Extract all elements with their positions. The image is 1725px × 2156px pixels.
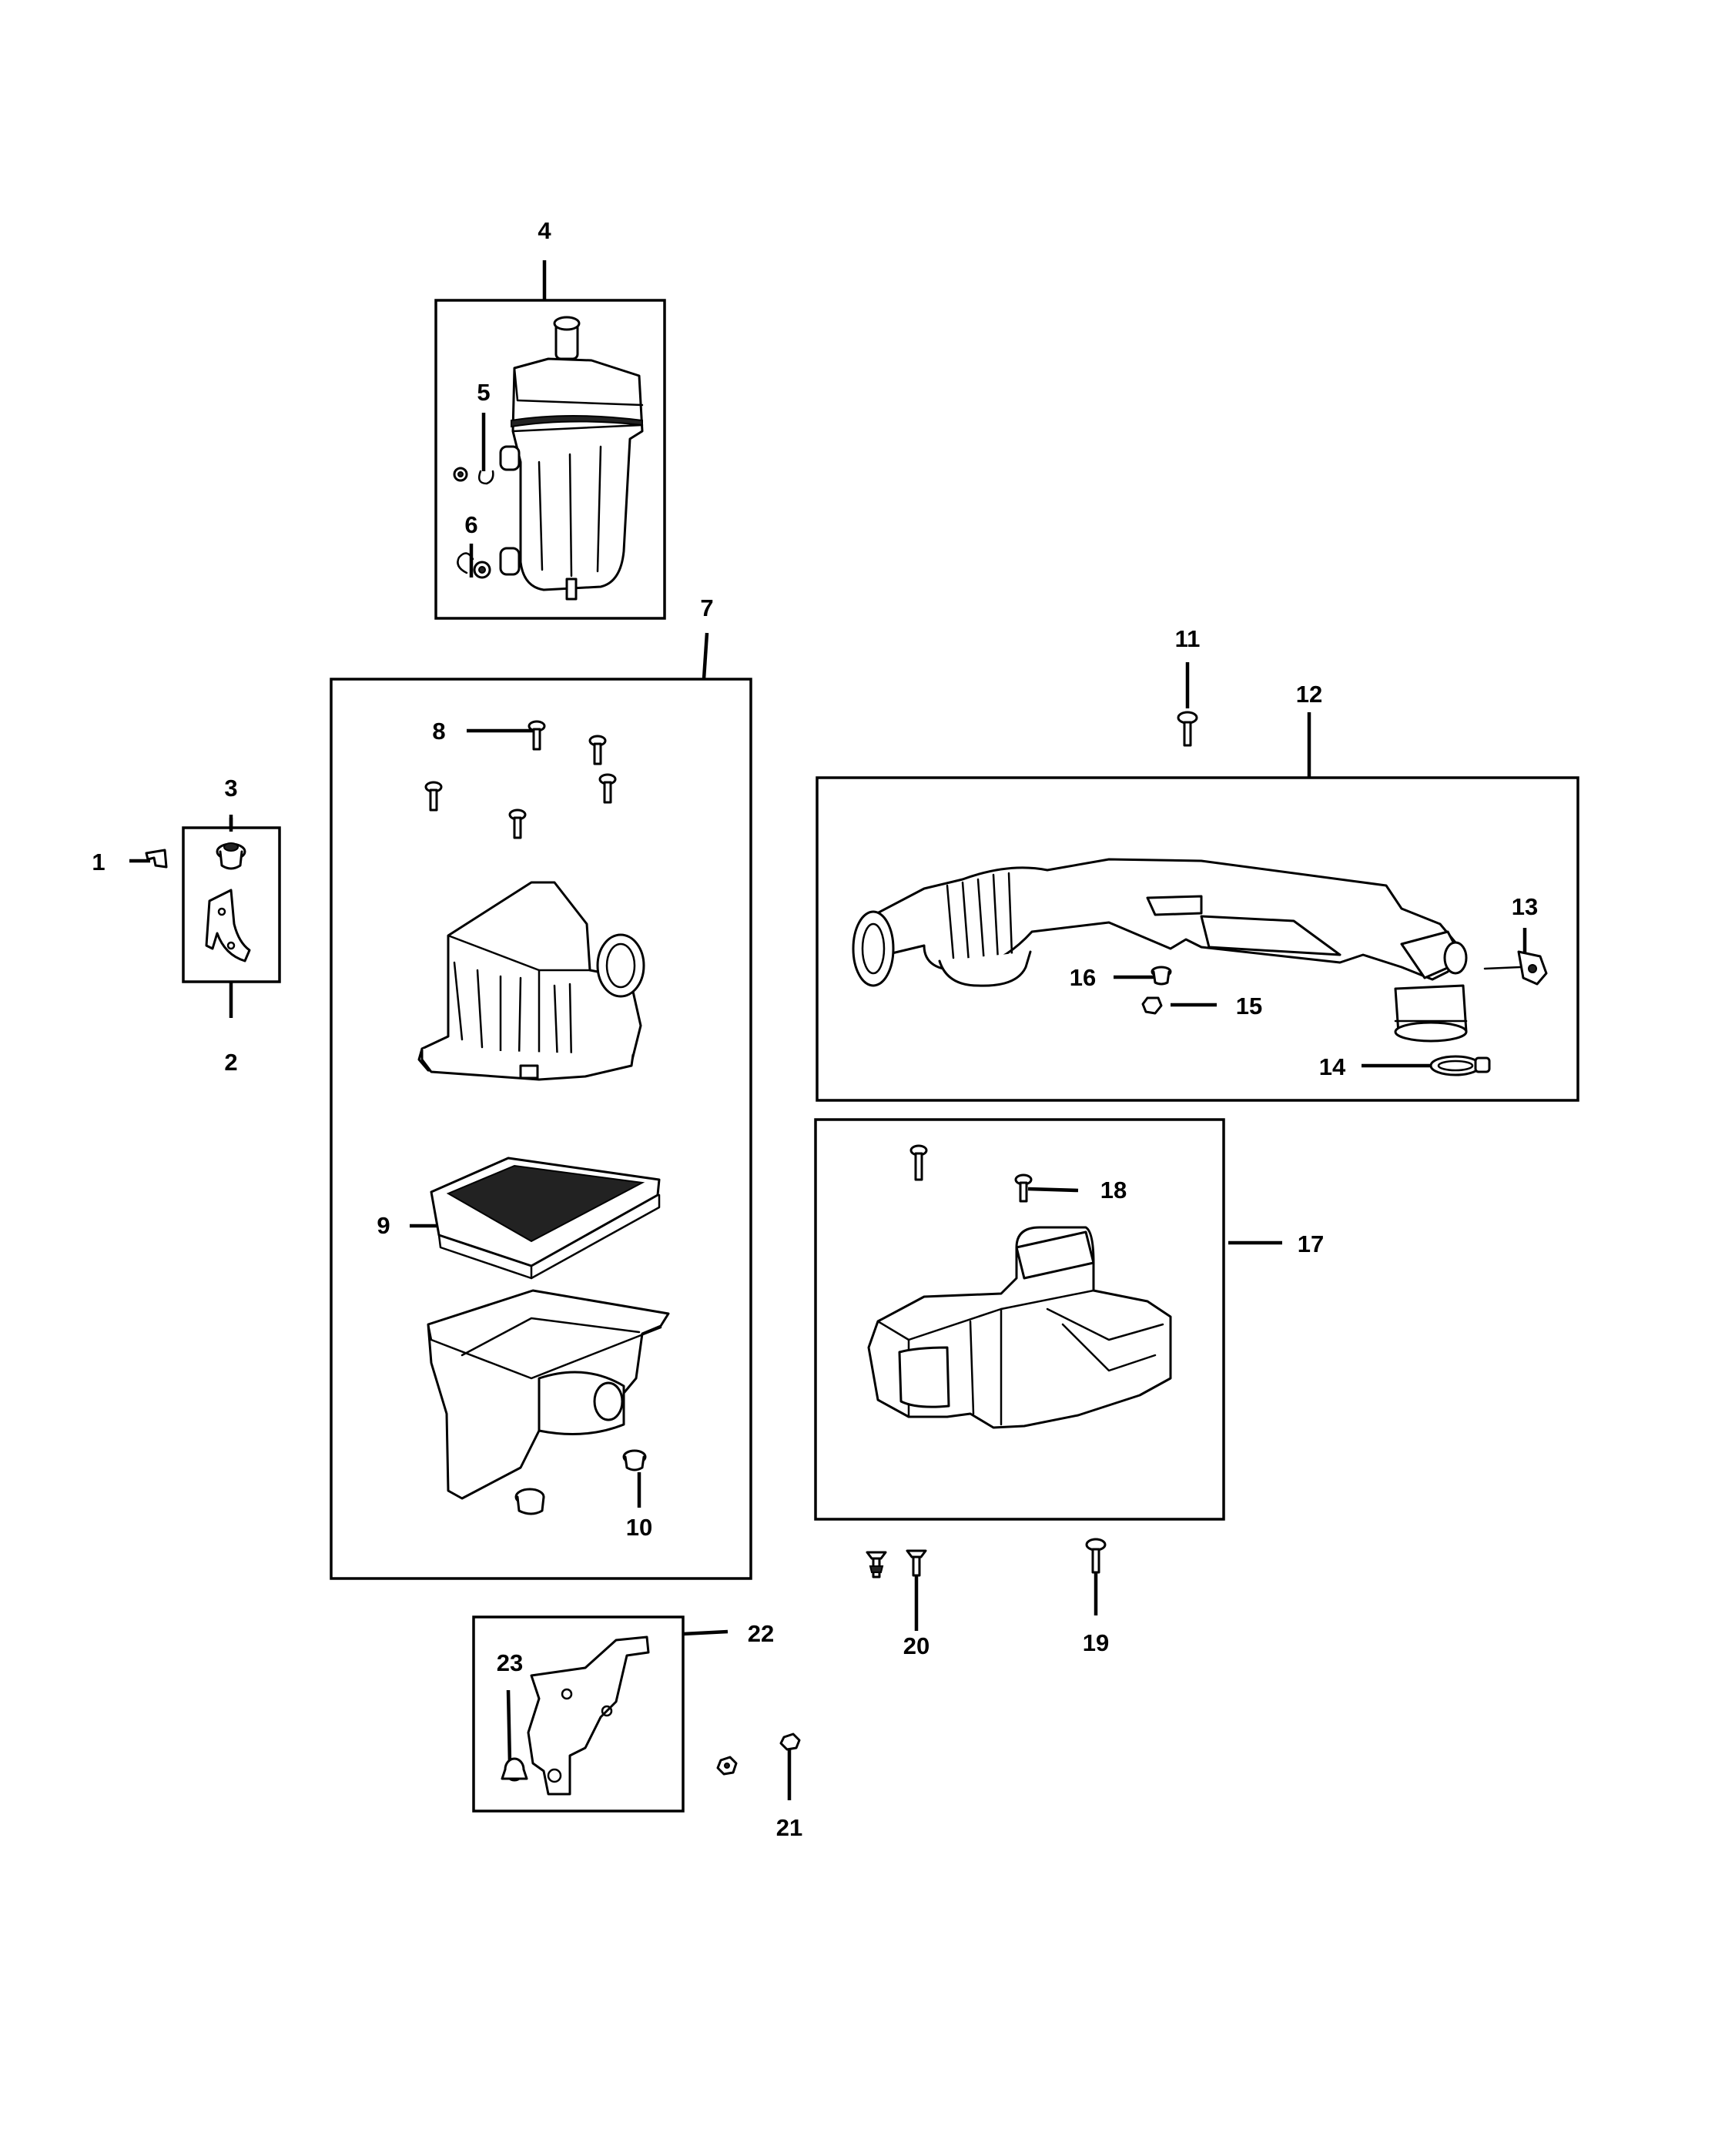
callout-12: 12 bbox=[1296, 681, 1322, 708]
part-1-clip-icon bbox=[145, 849, 168, 869]
part-18-screw-icon bbox=[909, 1144, 1033, 1203]
callout-labels: 1 2 3 4 5 6 7 8 9 10 11 12 13 14 15 16 1… bbox=[92, 217, 1538, 1841]
callout-8: 8 bbox=[432, 718, 445, 745]
callout-14: 14 bbox=[1319, 1053, 1346, 1080]
callout-2: 2 bbox=[224, 1049, 237, 1076]
callout-22: 22 bbox=[748, 1620, 774, 1647]
part-3-grommet-icon bbox=[216, 842, 246, 870]
part-19-bolt-icon bbox=[1085, 1538, 1107, 1574]
group-box-7 bbox=[330, 678, 752, 1580]
callout-20: 20 bbox=[903, 1632, 929, 1659]
leader-lines bbox=[129, 260, 1527, 1800]
part-2-bracket-icon bbox=[205, 889, 251, 962]
group-box-22 bbox=[472, 1615, 685, 1813]
part-16-grommet-icon bbox=[1151, 966, 1172, 986]
part-10-grommet-icon bbox=[622, 1449, 647, 1471]
callout-17: 17 bbox=[1298, 1230, 1324, 1257]
part-11-bolt-icon bbox=[1177, 711, 1198, 747]
callout-16: 16 bbox=[1070, 964, 1096, 991]
part-17-air-inlet-duct-icon bbox=[867, 1226, 1172, 1429]
callout-5: 5 bbox=[477, 379, 490, 406]
part-7-air-cleaner-housing-icon bbox=[417, 881, 645, 1081]
part-5-hose-clamp-icon bbox=[453, 467, 494, 485]
callout-1: 1 bbox=[92, 849, 105, 875]
callout-6: 6 bbox=[464, 511, 477, 538]
part-4-resonator-icon bbox=[499, 316, 644, 601]
callout-3: 3 bbox=[224, 775, 237, 802]
part-12-clean-air-duct-icon bbox=[852, 858, 1468, 1043]
group-box-12 bbox=[816, 776, 1579, 1102]
part-8-screw-icon bbox=[424, 720, 617, 839]
part-22-bracket-icon bbox=[527, 1635, 650, 1796]
callout-13: 13 bbox=[1512, 893, 1538, 920]
part-9-air-filter-icon bbox=[430, 1157, 661, 1280]
part-6-hose-clamp-icon bbox=[457, 552, 491, 579]
callout-9: 9 bbox=[377, 1212, 390, 1239]
group-box-4 bbox=[434, 299, 666, 620]
callout-19: 19 bbox=[1083, 1629, 1109, 1656]
callout-18: 18 bbox=[1100, 1177, 1127, 1204]
callout-23: 23 bbox=[497, 1649, 523, 1676]
callout-11: 11 bbox=[1175, 625, 1201, 652]
part-20-push-pin-icon bbox=[866, 1549, 927, 1578]
part-13-sensor-icon bbox=[1483, 950, 1548, 986]
callout-10: 10 bbox=[626, 1514, 652, 1541]
part-23-grommet-icon bbox=[501, 1757, 528, 1782]
callout-4: 4 bbox=[538, 217, 551, 244]
part-14-hose-clamp-icon bbox=[1429, 1055, 1491, 1076]
callout-15: 15 bbox=[1236, 993, 1262, 1019]
group-box-17 bbox=[814, 1118, 1225, 1521]
callout-7: 7 bbox=[700, 594, 713, 621]
part-15-nut-icon bbox=[1141, 996, 1163, 1015]
part-21-nut-icon bbox=[716, 1732, 801, 1776]
part-7-lower-housing-icon bbox=[427, 1289, 670, 1515]
callout-21: 21 bbox=[776, 1814, 802, 1841]
